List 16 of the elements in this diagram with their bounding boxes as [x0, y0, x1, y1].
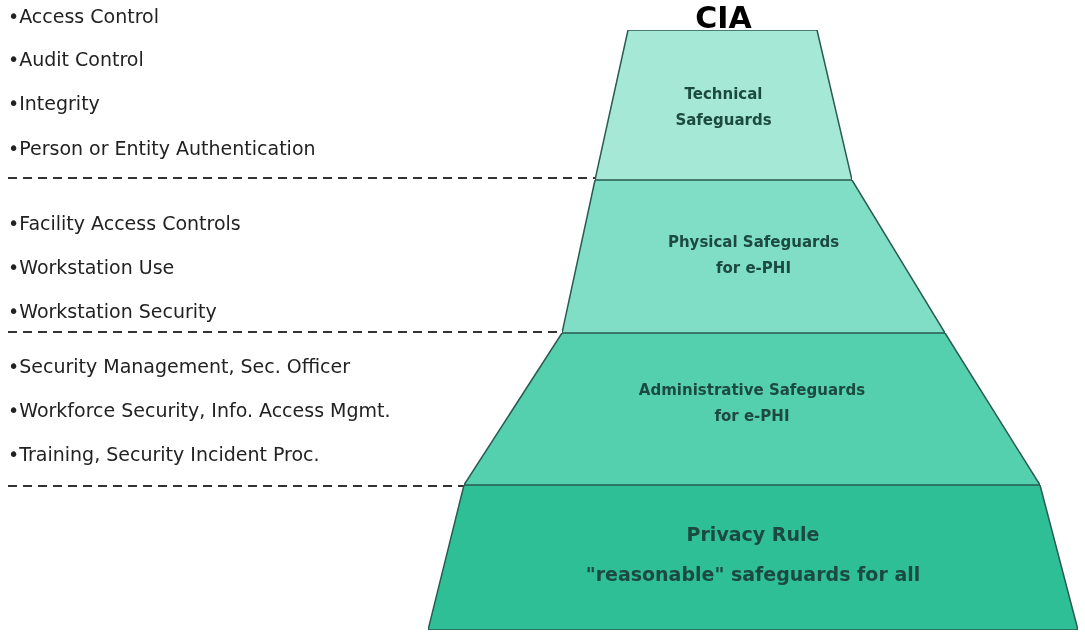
band-heading: CIA [694, 0, 753, 35]
list-item: •Access Control [8, 5, 159, 27]
list-item: •Security Management, Sec. Officer [8, 355, 351, 377]
band-label: Physical Safeguards for e-PHI [666, 232, 841, 279]
band-label: "reasonable" safeguards for all [584, 563, 922, 585]
band-label: Administrative Safeguards for e-PHI [637, 380, 867, 427]
list-item: •Facility Access Controls [8, 212, 241, 234]
band-label: Technical Safeguards [674, 84, 773, 131]
list-item: •Integrity [8, 92, 100, 114]
list-item: •Audit Control [8, 48, 144, 70]
list-item: •Workstation Security [8, 300, 217, 322]
list-item: •Person or Entity Authentication [8, 137, 316, 159]
list-item: •Workstation Use [8, 256, 175, 278]
list-item: •Workforce Security, Info. Access Mgmt. [8, 399, 391, 421]
band-heading: Privacy Rule [685, 523, 821, 545]
list-item: •Training, Security Incident Proc. [8, 443, 320, 465]
